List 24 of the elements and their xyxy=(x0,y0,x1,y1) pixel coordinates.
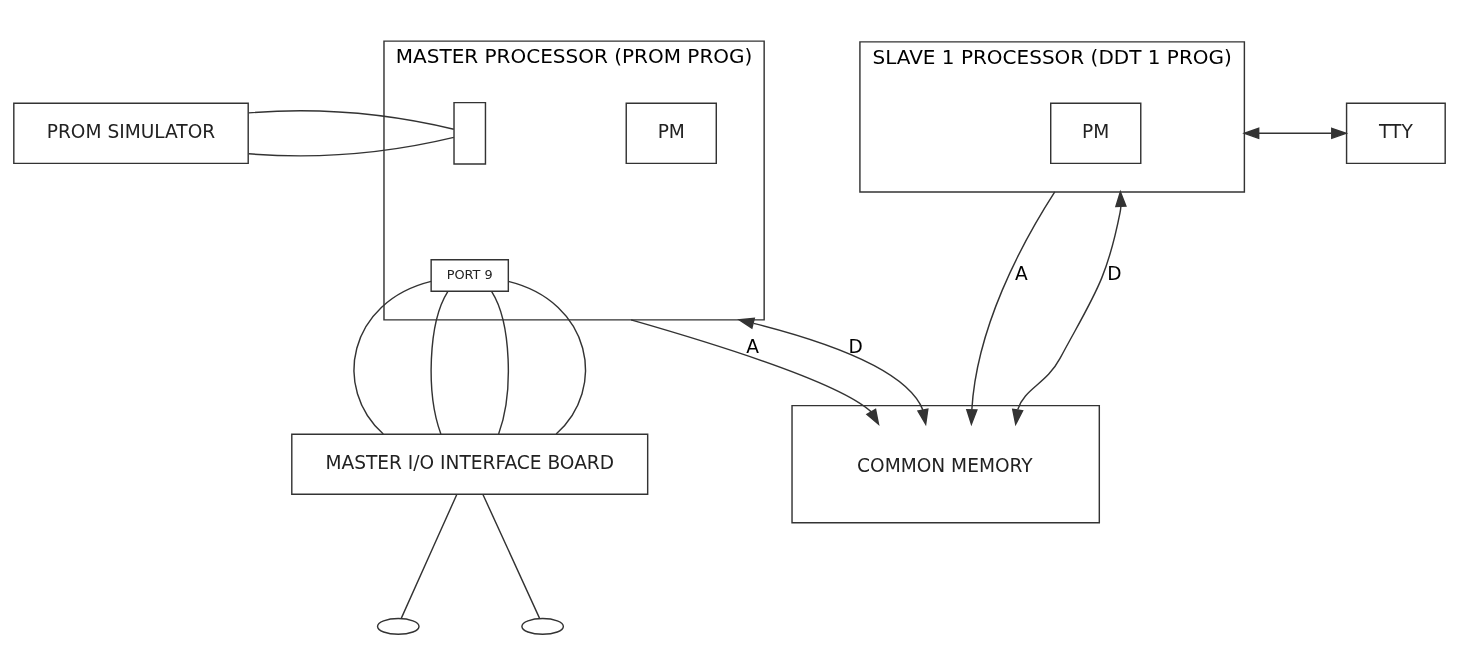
node-box: PM xyxy=(1050,102,1142,164)
connector xyxy=(491,290,510,435)
connector xyxy=(430,290,449,435)
connector xyxy=(353,280,432,435)
edge-label: D xyxy=(1107,262,1122,284)
edge-label: A xyxy=(1015,262,1028,284)
node-box: PORT 9 xyxy=(430,258,510,292)
arrow xyxy=(630,318,880,426)
connector xyxy=(248,109,455,130)
connector xyxy=(400,493,458,619)
edge-label: A xyxy=(746,335,760,357)
arrow xyxy=(1242,126,1349,139)
node-box xyxy=(453,101,487,165)
node-box: MASTER I/O INTERFACE BOARD xyxy=(291,432,649,495)
arrow xyxy=(1011,189,1127,426)
node-box: PM xyxy=(625,102,717,164)
connector xyxy=(482,493,541,619)
connector xyxy=(248,136,455,157)
arrow xyxy=(965,190,1056,426)
connector xyxy=(507,280,586,435)
node-box: PROM SIMULATOR xyxy=(13,102,249,164)
arrow xyxy=(737,317,929,426)
edge-label: D xyxy=(848,335,863,357)
node-box: TTY xyxy=(1345,102,1446,164)
